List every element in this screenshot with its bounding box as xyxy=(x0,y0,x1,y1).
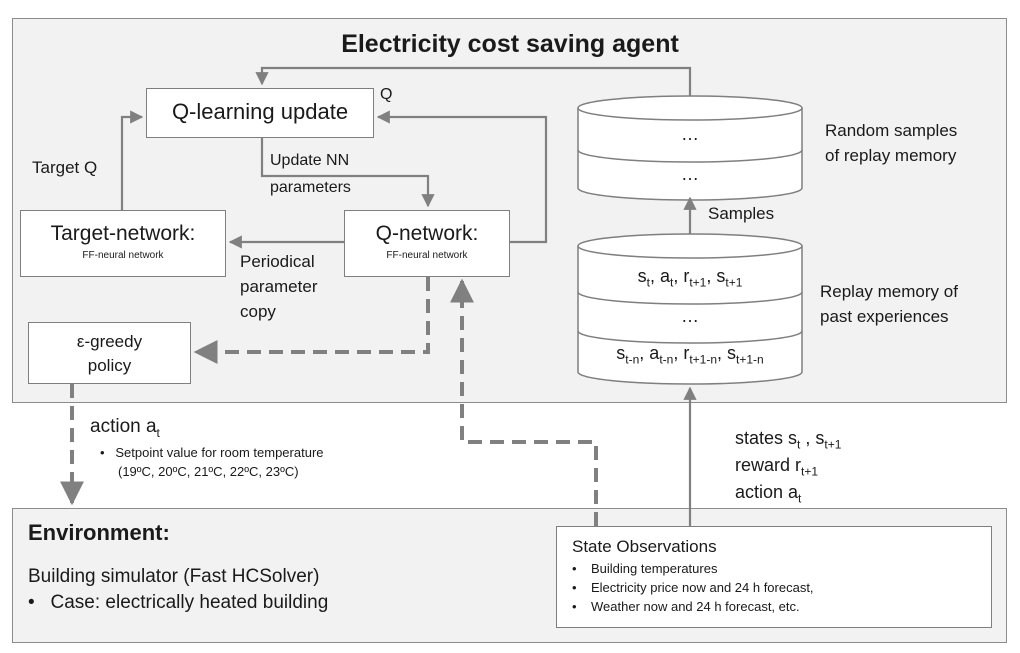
target-network-label: Target-network: xyxy=(50,222,196,245)
replay-memory-label-2: past experiences xyxy=(820,307,949,326)
q-network-label: Q-network: xyxy=(375,222,479,245)
feedback-action-label: action at xyxy=(735,482,802,506)
action-details: • Setpoint value for room temperature (1… xyxy=(100,444,324,482)
periodic-copy-label-1: Periodical xyxy=(240,252,315,271)
random-samples-label-2: of replay memory xyxy=(825,146,957,165)
q-label: Q xyxy=(380,86,393,103)
agent-title: Electricity cost saving agent xyxy=(341,30,679,58)
state-observations-list: • Building temperatures • Electricity pr… xyxy=(572,560,814,617)
samples-label: Samples xyxy=(708,204,775,223)
periodic-copy-label-3: copy xyxy=(240,302,276,321)
epsilon-greedy-policy-box xyxy=(28,322,191,384)
obs-item: • Building temperatures xyxy=(572,561,718,576)
replay-memory-cylinder xyxy=(577,233,803,385)
memory-row-past: st-n, at-n, rt+1-n, st+1-n xyxy=(616,343,764,367)
q-learning-update-label: Q-learning update xyxy=(171,99,349,124)
random-samples-cylinder xyxy=(577,95,803,201)
periodic-copy-label-2: parameter xyxy=(240,277,318,296)
update-nn-label-2: parameters xyxy=(270,179,351,196)
action-values: (19ºC, 20ºC, 21ºC, 22ºC, 23ºC) xyxy=(118,463,299,479)
environment-simulator: Building simulator (Fast HCSolver) xyxy=(28,566,320,587)
top-cylinder-dots-1: … xyxy=(681,124,699,144)
top-cylinder-dots-2: … xyxy=(681,164,699,184)
bottom-cylinder-dots: … xyxy=(681,306,699,326)
memory-row-current: st, at, rt+1, st+1 xyxy=(637,266,743,290)
target-q-label: Target Q xyxy=(32,158,98,177)
environment-case: • Case: electrically heated building xyxy=(28,592,329,613)
reward-label: reward rt+1 xyxy=(735,455,819,479)
obs-item: • Weather now and 24 h forecast, etc. xyxy=(572,598,800,614)
environment-title: Environment: xyxy=(28,520,170,545)
policy-label-1: ε-greedy xyxy=(76,332,143,351)
target-network-sub: FF-neural network xyxy=(82,250,164,261)
action-label: action at xyxy=(90,416,160,440)
target-network-box xyxy=(20,210,226,277)
action-bullet: • Setpoint value for room temperature xyxy=(100,445,324,460)
update-nn-label-1: Update NN xyxy=(270,152,350,169)
random-samples-label-1: Random samples xyxy=(825,121,958,140)
q-network-sub: FF-neural network xyxy=(386,250,468,261)
q-learning-update-box xyxy=(146,88,374,138)
state-observations-box xyxy=(556,526,992,628)
states-label: states st , st+1 xyxy=(735,428,842,452)
obs-item: • Electricity price now and 24 h forecas… xyxy=(572,579,814,595)
policy-label-2: policy xyxy=(87,356,132,375)
q-network-box xyxy=(344,210,510,277)
state-observations-title: State Observations xyxy=(572,537,717,556)
replay-memory-label-1: Replay memory of xyxy=(820,282,958,301)
